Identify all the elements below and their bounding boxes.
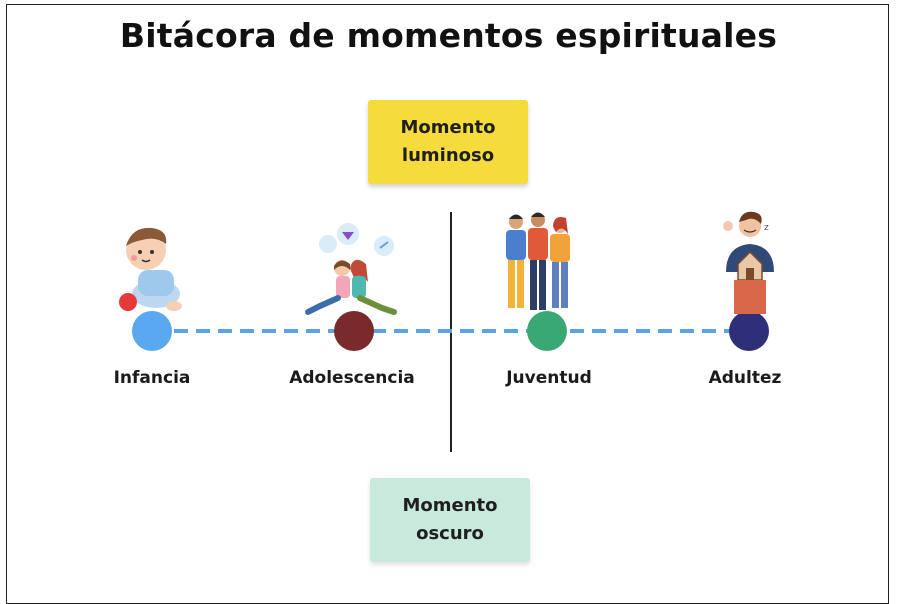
stage-dot-adultez (729, 311, 769, 351)
stage-label-adultez: Adultez (708, 368, 782, 388)
stage-dot-infancia (132, 311, 172, 351)
adult-icon: z (723, 211, 774, 314)
baby-icon (119, 227, 182, 311)
note-dark-moment: Momento oscuro (370, 478, 530, 562)
note-dark-line1: Momento (402, 495, 498, 516)
page-title: Bitácora de momentos espirituales (119, 16, 778, 55)
stage-label-juventud: Juventud (506, 368, 592, 388)
stage-dot-adolescencia (334, 311, 374, 351)
stage-label-adolescencia: Adolescencia (289, 368, 415, 388)
note-dark-line2: oscuro (416, 523, 484, 544)
note-light-line1: Momento (400, 117, 496, 138)
svg-text:z: z (764, 223, 769, 233)
young-adults-icon (506, 212, 570, 310)
note-light-line2: luminoso (401, 145, 495, 166)
teenagers-icon (305, 223, 397, 315)
stage-label-infancia: Infancia (113, 368, 191, 388)
stage-dot-juventud (527, 311, 567, 351)
note-light-moment: Momento luminoso (368, 100, 528, 184)
